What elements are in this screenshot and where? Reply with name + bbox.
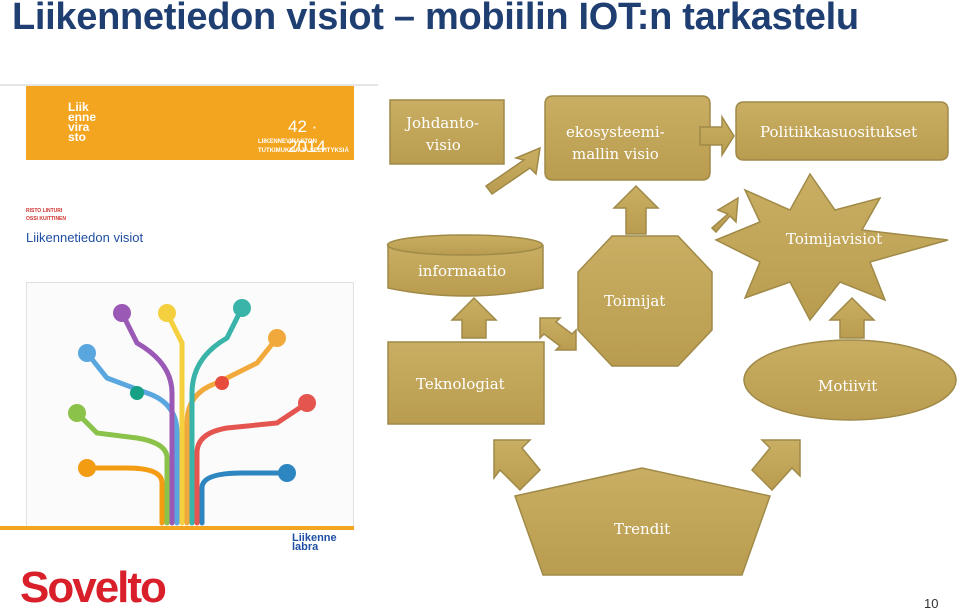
politiikka-label: Politiikkasuositukset <box>760 123 917 141</box>
ekosysteemi-label-2: mallin visio <box>572 145 659 163</box>
arrow-trendit-tekno <box>493 439 542 492</box>
tree-path <box>194 400 310 526</box>
series-line-1: LIIKENNEVIRASTON <box>258 139 317 145</box>
toimijat-label: Toimijat <box>604 292 665 310</box>
tree-path <box>164 310 185 526</box>
logo-line: Liik <box>68 100 89 114</box>
labra-logo-line: labra <box>292 541 319 553</box>
politiikka-scroll <box>735 101 949 161</box>
arrow-toimijat-eko <box>612 184 660 235</box>
sovelto-logo: Sovelto <box>20 563 167 612</box>
issue-number: 42 · 2014 <box>288 117 326 156</box>
motiivit-ellipse <box>743 339 957 421</box>
plane-icon <box>78 344 96 362</box>
page-number: 10 <box>924 596 939 611</box>
motiivit-label: Motiivit <box>818 377 877 395</box>
johdanto-label-1: Johdanto- <box>404 114 479 132</box>
car-icon <box>268 329 286 347</box>
tree-path <box>84 465 165 526</box>
series-line-2: TUTKIMUKSIA JA SELVITYKSIÄ <box>258 148 349 154</box>
ship-icon <box>113 304 131 322</box>
logo-line: enne <box>68 110 97 124</box>
tree-path <box>74 410 170 526</box>
teknologiat-box <box>387 341 545 425</box>
cover-bottom-band <box>0 526 354 530</box>
report-cover: Liik enne vira sto 42 · 2014 LIIKENNEVIR… <box>0 86 378 553</box>
cover-header-band: Liik enne vira sto 42 · 2014 LIIKENNEVIR… <box>26 86 354 160</box>
trendit-pentagon <box>514 467 771 576</box>
arrow-johdanto-eko <box>484 146 541 196</box>
arrow-info-toimijat <box>539 317 577 351</box>
tree-path <box>84 350 180 526</box>
toimijavisiot-star <box>714 172 949 322</box>
author-1: RISTO LINTURI <box>26 208 63 214</box>
arrow-tekno-info <box>450 296 498 339</box>
ekosysteemi-label-1: ekosysteemi- <box>566 123 665 141</box>
teknologiat-label: Teknologiat <box>416 375 505 393</box>
transport-tree-illustration <box>26 282 354 528</box>
arrow-motiivit-star <box>828 296 876 339</box>
arrow-trendit-motiivit <box>750 439 801 492</box>
slide-title: Liikennetiedon visiot – mobiilin IOT:n t… <box>12 0 859 38</box>
logo-line: sto <box>68 130 86 144</box>
tree-path <box>119 310 175 526</box>
truck-icon <box>233 299 251 317</box>
metro-icon <box>130 386 144 400</box>
toimijavisiot-label: Toimijavisiot <box>786 230 882 248</box>
johdanto-label-2: visio <box>425 136 461 154</box>
tree-path <box>189 305 245 526</box>
toimijat-octagon <box>577 235 713 367</box>
arrow-eko-politiikka <box>699 114 735 158</box>
informaatio-cylinder-top <box>386 234 544 256</box>
trendit-label: Trendit <box>614 520 670 538</box>
liikennevirasto-logo: Liik enne vira sto <box>68 100 97 144</box>
labra-logo-line: Liikenne <box>292 532 337 544</box>
bus-icon <box>68 404 86 422</box>
tree-path <box>199 470 290 526</box>
report-title: Liikennetiedon visiot <box>26 230 144 245</box>
informaatio-cylinder <box>387 245 544 297</box>
arrow-star-politiikka <box>710 196 739 234</box>
johdanto-box <box>389 99 505 165</box>
informaatio-label: informaatio <box>418 262 506 280</box>
tram-icon <box>78 459 96 477</box>
transport-icons <box>68 299 316 482</box>
walk-icon <box>278 464 296 482</box>
bike-icon <box>298 394 316 412</box>
ekosysteemi-scroll <box>544 95 711 181</box>
top-divider <box>0 84 378 86</box>
train-icon <box>158 304 176 322</box>
liikennelabra-logo: Liikenne labra <box>292 532 337 553</box>
taxi-icon <box>215 376 229 390</box>
author-2: OSSI KUITTINEN <box>26 216 67 222</box>
logo-line: vira <box>68 120 90 134</box>
tree-graphic <box>68 299 316 526</box>
